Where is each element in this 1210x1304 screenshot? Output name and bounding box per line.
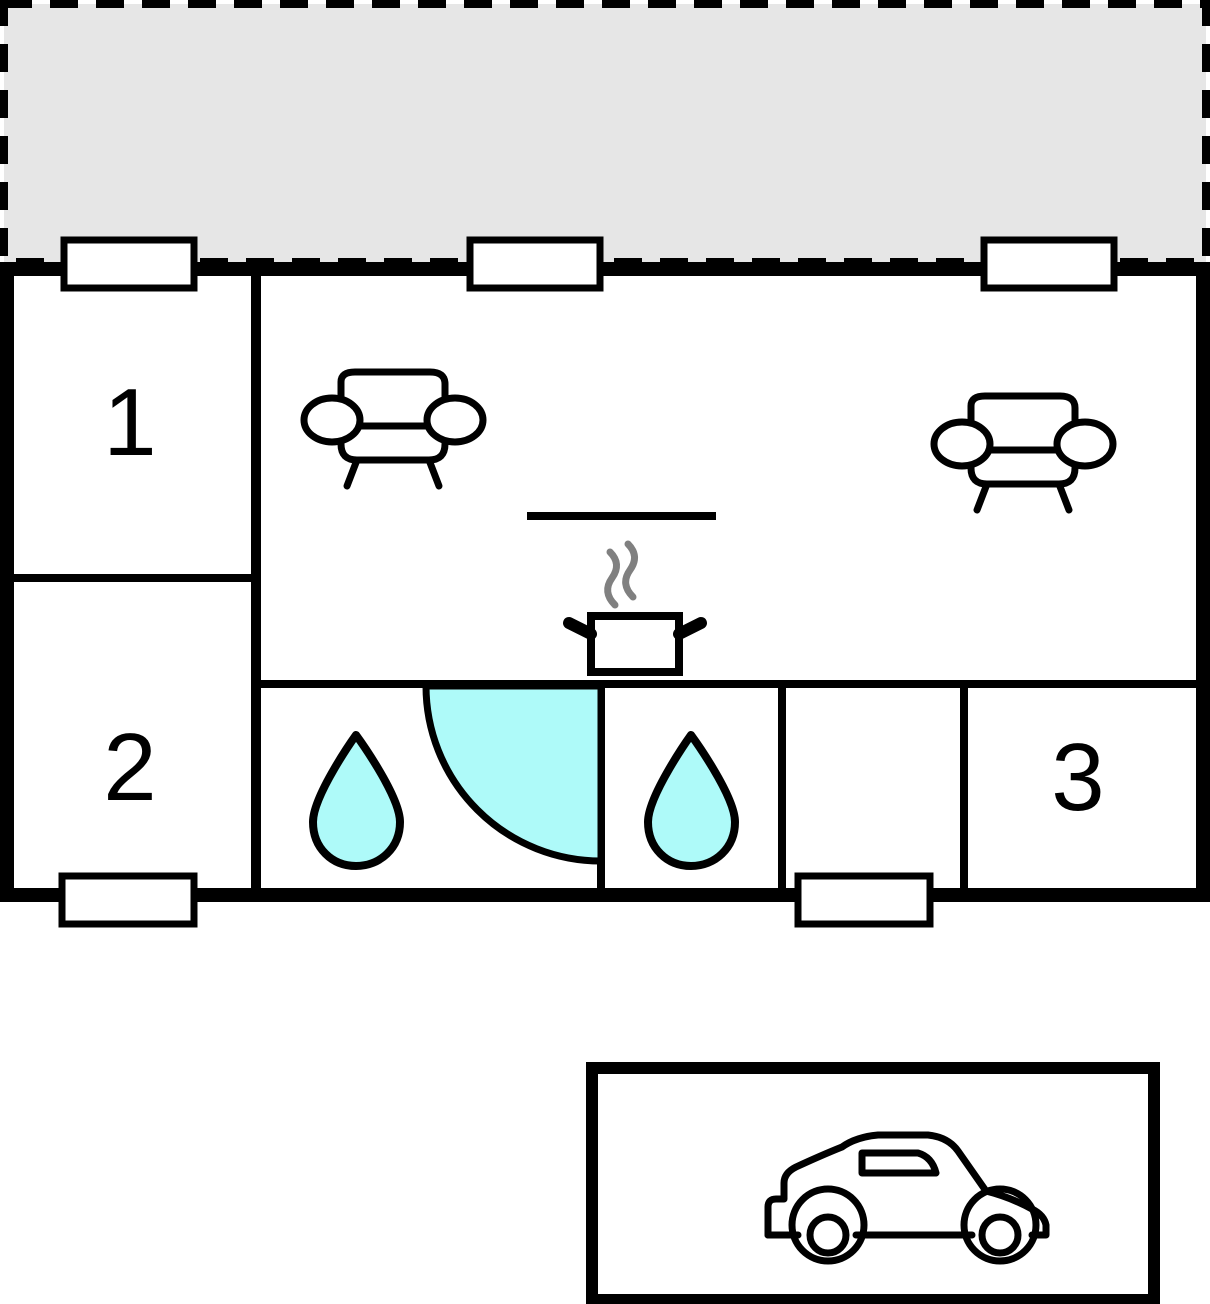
pot-handle-right [673, 617, 707, 640]
car-wheel-rear-outer [960, 1185, 1040, 1265]
wall-bathroom-right-divider [778, 684, 786, 892]
wall-right [1196, 262, 1210, 902]
room-labels: 1 2 3 [103, 369, 1104, 831]
cooking-pot-icon [563, 540, 707, 676]
terrace-dashed-zone [0, 0, 1210, 266]
sofa-icon-right [930, 392, 1117, 514]
wall-top [0, 262, 1210, 276]
wall-room3-divider [960, 684, 968, 892]
steam-icon-left [604, 548, 620, 609]
steam-icon-right [622, 540, 638, 601]
terrace-boundary [0, 0, 1210, 266]
car-wheel-front-inner [806, 1213, 850, 1257]
sofa-arm-right [423, 394, 487, 446]
room-label-1: 1 [103, 369, 156, 476]
pot-body [587, 612, 683, 676]
sofa-arm-right [1053, 418, 1117, 470]
garage-block [586, 1062, 1160, 1304]
water-drop-icon-left [309, 731, 404, 870]
sofa-arm-left [930, 418, 994, 470]
window-bottom-mid[interactable] [794, 872, 934, 928]
window-bottom-left[interactable] [58, 872, 198, 928]
room-label-3: 3 [1051, 724, 1104, 831]
windows-group [58, 236, 1118, 928]
sofa-icon-left [300, 368, 487, 490]
pot-handle-left [563, 617, 597, 640]
wall-between-room1-room2 [4, 574, 256, 582]
car-icon [764, 1131, 1050, 1265]
car-wheel-rear-inner [978, 1213, 1022, 1257]
wall-above-bathroom-strip [256, 680, 1200, 688]
room-label-2: 2 [103, 714, 156, 821]
car-wheel-front-outer [788, 1185, 868, 1265]
window-top-left[interactable] [60, 236, 198, 292]
car-window [858, 1149, 940, 1177]
garage-outline [586, 1062, 1160, 1304]
water-drop-icon-right [644, 731, 739, 870]
window-top-mid[interactable] [466, 236, 604, 292]
window-top-right[interactable] [980, 236, 1118, 292]
sofa-arm-left [300, 394, 364, 446]
door-swing-arc[interactable] [422, 682, 605, 865]
